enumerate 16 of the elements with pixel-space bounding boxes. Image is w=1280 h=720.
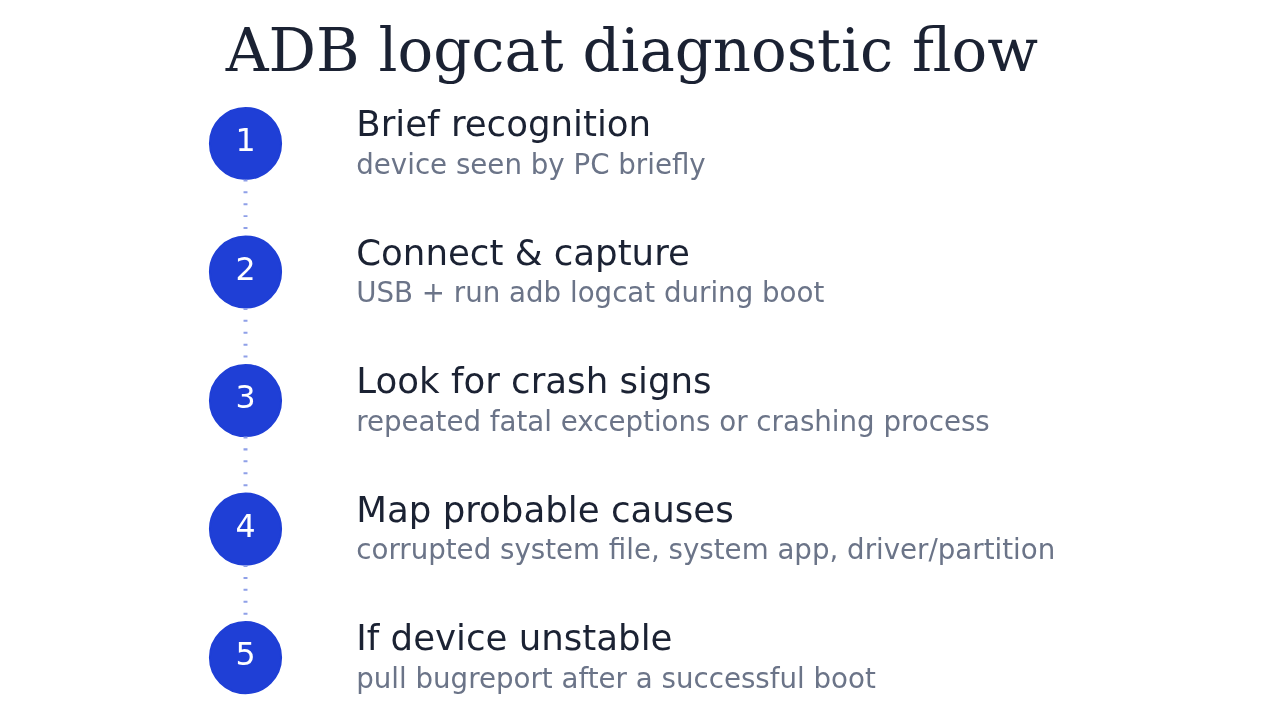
node-circle: 4 xyxy=(208,492,283,566)
node-label: corrupted system file, system app, driver/partition xyxy=(356,533,1056,567)
node-circle: 1 xyxy=(208,106,283,181)
node-label: device seen by PC briefly xyxy=(356,147,706,181)
node-circle: 2 xyxy=(208,235,283,309)
diagram-title: ADB logcat diagnostic flow xyxy=(225,16,1039,86)
node-label: If device unstable xyxy=(356,617,673,659)
node-label: Map probable causes xyxy=(356,488,734,530)
node-label: Look for crash signs xyxy=(356,360,712,402)
node-label: Brief recognition xyxy=(356,103,652,145)
node-label: USB + run adb logcat during boot xyxy=(356,276,825,310)
node-circle: 5 xyxy=(208,621,283,695)
node-circle: 3 xyxy=(208,363,283,438)
node-label: repeated fatal exceptions or crashing process xyxy=(356,404,990,438)
node-label: pull bugreport after a successful boot xyxy=(356,661,876,695)
node-label: Connect & capture xyxy=(356,231,690,273)
